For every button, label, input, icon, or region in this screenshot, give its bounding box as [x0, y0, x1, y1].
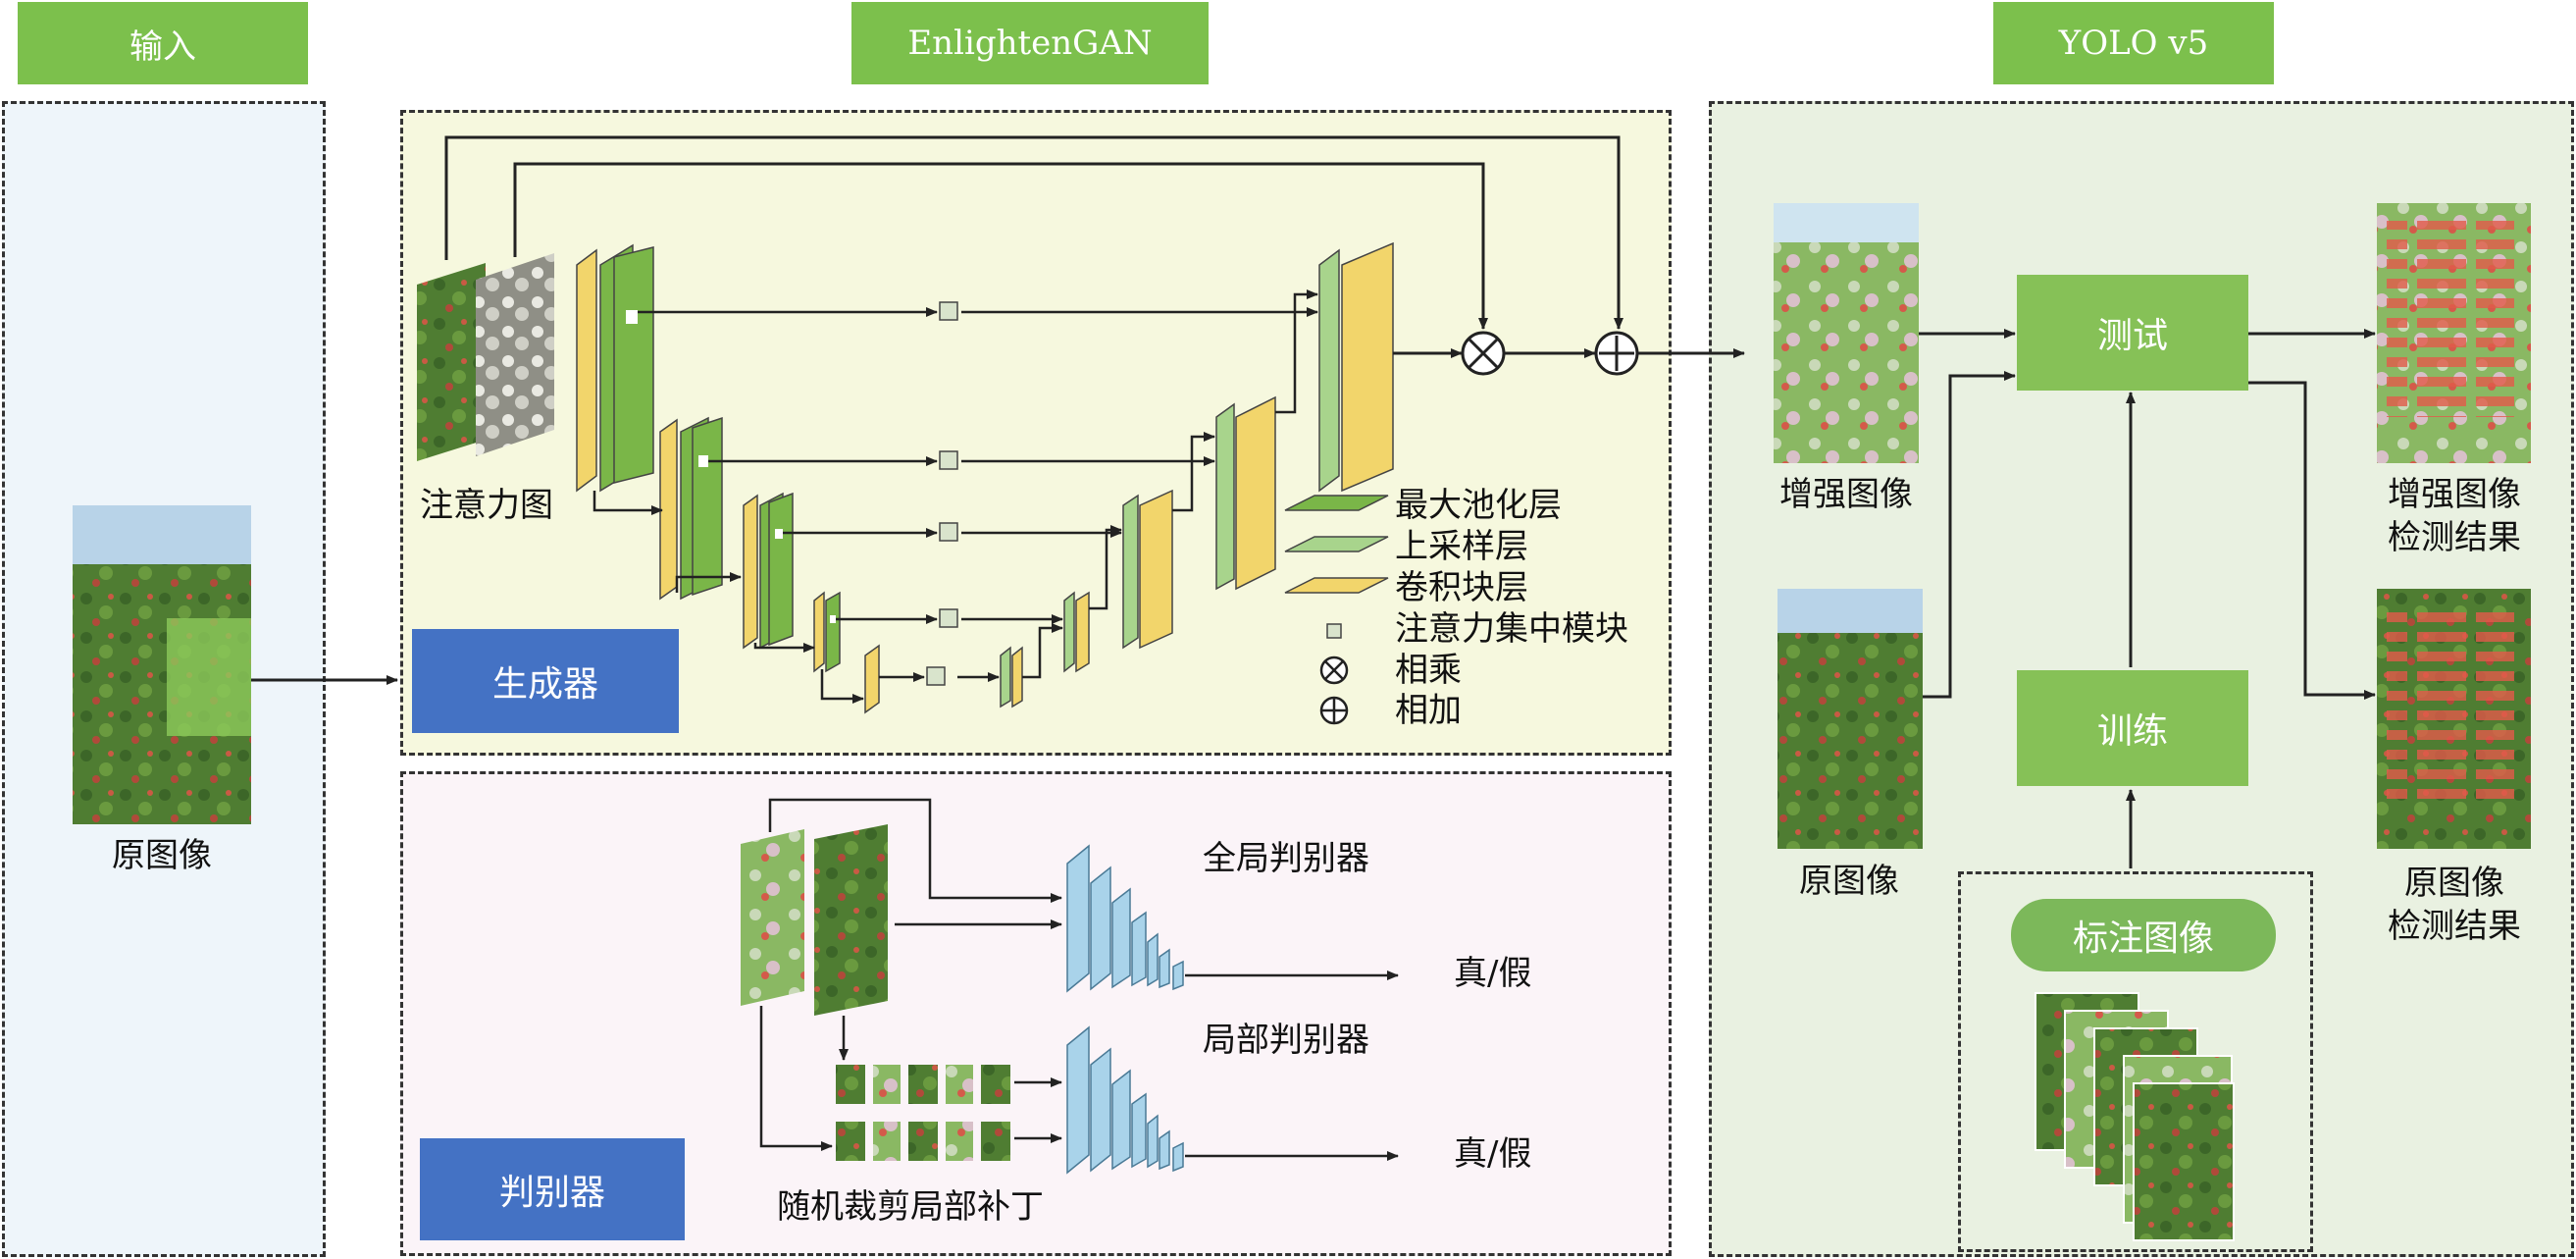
global-output-label: 真/假 — [1454, 954, 1532, 993]
multiply-op — [1461, 331, 1506, 376]
legend-multiply-label: 相乘 — [1395, 651, 1462, 690]
legend-add-icon — [1319, 696, 1349, 725]
patches-label: 随机裁剪局部补丁 — [777, 1187, 1044, 1227]
enhanced-result-label-2: 检测结果 — [2388, 518, 2521, 557]
add-op — [1594, 331, 1639, 376]
encoder-blocks — [576, 243, 880, 714]
yolo-arrows — [1919, 329, 2376, 868]
legend-upsample-label: 上采样层 — [1395, 527, 1528, 566]
annotated-images-stack — [2035, 992, 2235, 1241]
skip-connection-outer — [444, 135, 1623, 330]
global-discriminator-stack — [1066, 844, 1184, 993]
skip-connection-inner — [513, 162, 1488, 330]
legend-add-label: 相加 — [1395, 691, 1462, 730]
local-discriminator-stack — [1066, 1025, 1184, 1175]
enhanced-result-label-1: 增强图像 — [2388, 475, 2521, 514]
original-result-label-1: 原图像 — [2404, 864, 2504, 903]
original-image-label-yolo: 原图像 — [1799, 862, 1899, 901]
input-image — [73, 505, 251, 824]
enhanced-result-image — [2377, 203, 2531, 463]
annotated-images-pill: 标注图像 — [2011, 899, 2276, 971]
attention-module-cubes — [926, 301, 958, 686]
legend-maxpool-label: 最大池化层 — [1395, 486, 1562, 525]
generator-box: 生成器 — [412, 629, 679, 733]
test-box: 测试 — [2017, 275, 2248, 391]
section-tag-input: 输入 — [18, 2, 308, 84]
discriminator-box: 判别器 — [420, 1138, 685, 1240]
legend-attention-label: 注意力集中模块 — [1395, 609, 1628, 649]
attention-map-images — [417, 253, 554, 461]
annotated-group — [1958, 871, 2313, 1252]
legend-multiply-icon — [1319, 656, 1349, 685]
original-result-image — [2377, 589, 2531, 849]
legend-upsample-icon — [1284, 536, 1389, 552]
legend-icons — [1284, 495, 1389, 725]
legend-attention-icon — [1326, 623, 1342, 639]
section-tag-yolo: YOLO v5 — [1993, 2, 2274, 84]
legend-conv-icon — [1284, 577, 1389, 594]
original-image-yolo — [1777, 589, 1923, 849]
legend-conv-label: 卷积块层 — [1395, 568, 1528, 607]
attention-map-label: 注意力图 — [420, 486, 553, 525]
global-discriminator-label: 全局判别器 — [1203, 839, 1369, 878]
random-patches — [836, 1065, 1010, 1161]
decoder-blocks — [1000, 241, 1394, 708]
original-result-label-2: 检测结果 — [2388, 907, 2521, 946]
enhanced-image — [1774, 203, 1919, 463]
disc-input-images — [741, 824, 888, 1016]
skip-paths — [638, 307, 1318, 624]
local-output-label: 真/假 — [1454, 1134, 1532, 1174]
local-discriminator-label: 局部判别器 — [1203, 1021, 1369, 1060]
enhanced-image-label: 增强图像 — [1779, 475, 1913, 514]
section-tag-enlightengan: EnlightenGAN — [851, 2, 1209, 84]
train-box: 训练 — [2017, 670, 2248, 786]
input-image-label: 原图像 — [112, 836, 212, 875]
legend-maxpool-icon — [1284, 495, 1389, 511]
